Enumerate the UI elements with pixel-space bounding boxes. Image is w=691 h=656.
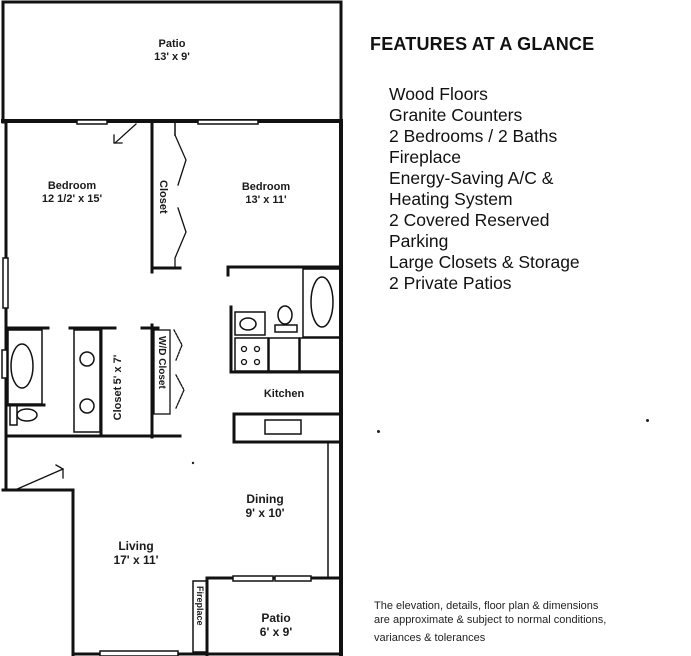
sink-icon xyxy=(264,419,302,435)
feature-item: Heating System xyxy=(389,189,513,209)
features-list: Wood Floors Granite Counters 2 Bedrooms … xyxy=(389,84,580,294)
room-dimensions: 17' x 11' xyxy=(113,552,159,567)
room-label-bedroom-right: Bedroom 13' x 11' xyxy=(242,181,290,206)
room-name: Living xyxy=(118,539,154,553)
bathtub-icon xyxy=(302,268,342,338)
room-dimensions: 5' x 7' xyxy=(112,355,124,385)
window-icon xyxy=(99,650,179,656)
feature-item: 2 Private Patios xyxy=(389,273,512,293)
room-label-bedroom-left: Bedroom 12 1/2' x 15' xyxy=(42,180,102,205)
room-label-wd-closet: W/D Closet xyxy=(156,336,167,389)
patio-top-walls xyxy=(1,0,343,124)
room-name: Bedroom xyxy=(241,181,291,193)
feature-item: Energy-Saving A/C & xyxy=(389,168,554,188)
room-label-closet-bedroom: Closet xyxy=(157,180,169,214)
sink-icon xyxy=(79,398,95,414)
disclaimer: The elevation, details, floor plan & dim… xyxy=(374,599,691,645)
room-name: Dining xyxy=(246,492,284,506)
sink-icon xyxy=(79,351,95,367)
window-icon xyxy=(232,575,274,582)
features-title: FEATURES AT A GLANCE xyxy=(370,34,595,54)
room-label-kitchen: Kitchen xyxy=(263,388,305,400)
window-icon xyxy=(2,257,9,309)
room-label-patio-top: Patio 13' x 9' xyxy=(154,38,190,63)
disclaimer-line: are approximate & subject to normal cond… xyxy=(374,614,607,626)
room-name: Bedroom xyxy=(47,180,97,192)
door-swing-icon xyxy=(14,464,64,491)
window-icon xyxy=(1,349,8,379)
vanity-icon xyxy=(73,329,101,433)
stove-icon xyxy=(240,345,261,366)
feature-item: Wood Floors xyxy=(389,84,488,104)
floor-plan-drawing xyxy=(1,0,343,656)
feature-item: Granite Counters xyxy=(389,105,523,125)
bifold-door-icon xyxy=(174,207,187,269)
door-swing-icon xyxy=(113,123,137,144)
room-dimensions: 13' x 11' xyxy=(245,193,287,206)
room-name: Closet xyxy=(112,386,124,421)
window-icon xyxy=(76,119,259,125)
room-name: Patio xyxy=(261,611,291,625)
bifold-door-icon xyxy=(175,374,185,409)
speck-dot xyxy=(377,430,380,433)
room-dimensions: 13' x 9' xyxy=(154,50,190,63)
room-dimensions: 9' x 10' xyxy=(245,505,285,520)
feature-item: Fireplace xyxy=(389,147,461,167)
room-dimensions: 6' x 9' xyxy=(259,624,293,639)
feature-item: 2 Bedrooms / 2 Baths xyxy=(389,126,558,146)
room-dimensions: 12 1/2' x 15' xyxy=(41,192,103,205)
room-label-living: Living 17' x 11' xyxy=(113,539,159,568)
disclaimer-line: variances & tolerances xyxy=(374,632,486,644)
bifold-door-icon xyxy=(174,134,187,186)
window-icon xyxy=(274,575,312,582)
room-name: Patio xyxy=(158,38,186,50)
feature-item: 2 Covered Reserved xyxy=(389,210,550,230)
speck-dot xyxy=(646,419,649,422)
room-label-patio-bottom: Patio 6' x 9' xyxy=(259,611,293,640)
bathtub-icon xyxy=(7,329,43,405)
disclaimer-line: The elevation, details, floor plan & dim… xyxy=(374,600,599,612)
kitchen-counter xyxy=(232,412,343,444)
toilet-icon xyxy=(9,404,38,426)
room-label-dining: Dining 9' x 10' xyxy=(245,492,285,521)
feature-item: Large Closets & Storage xyxy=(389,252,580,272)
sink-icon xyxy=(234,311,266,336)
feature-item: Parking xyxy=(389,231,449,251)
toilet-icon xyxy=(274,305,298,333)
room-label-closet-bath: Closet 5' x 7' xyxy=(112,355,124,421)
bifold-door-icon xyxy=(173,329,183,361)
room-label-fireplace: Fireplace xyxy=(195,586,205,626)
wd-closet-box xyxy=(153,329,171,415)
